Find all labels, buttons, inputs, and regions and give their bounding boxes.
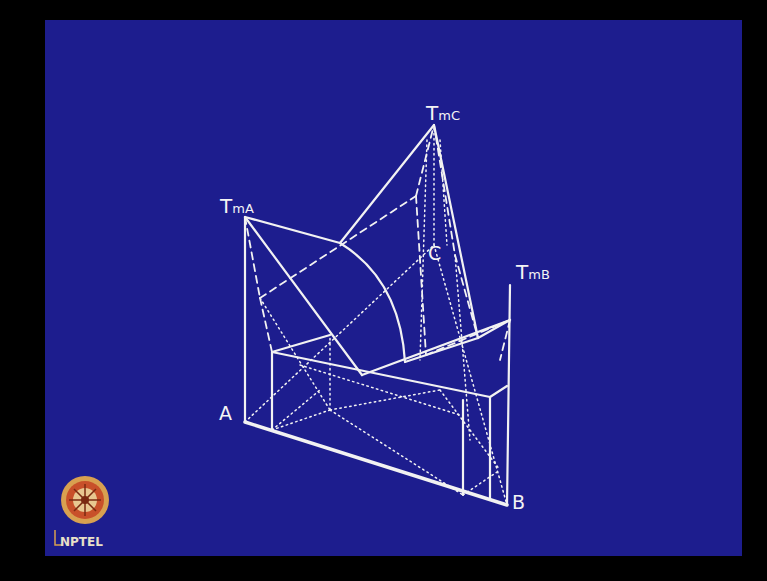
component-label: C [428,244,441,263]
nptel-logo [55,476,109,545]
melting-point-label: TmA [220,196,254,216]
solid-lines [245,125,510,505]
melting-point-label: TmB [516,262,550,282]
dotted-lines [245,125,507,505]
logo-text: NPTEL [60,536,103,548]
melting-point-label: TmC [426,103,460,123]
component-label: A [219,404,232,423]
component-label: B [512,493,525,512]
slide-ground [45,20,742,556]
dashed-lines [245,125,510,360]
